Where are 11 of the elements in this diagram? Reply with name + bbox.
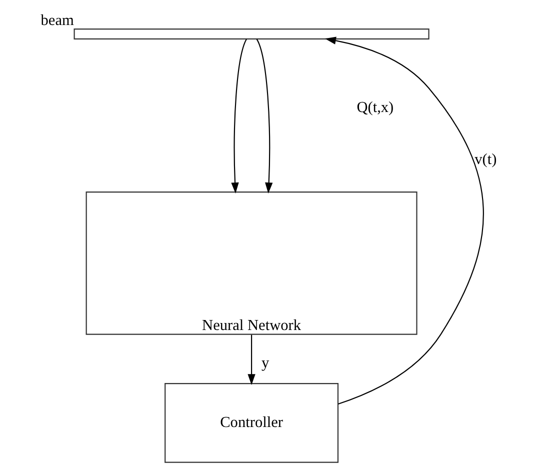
edge-label: v(t) (474, 150, 496, 168)
arrow (256, 38, 272, 194)
node-box (73, 28, 429, 40)
edge-label: y (261, 354, 269, 372)
arrow (230, 38, 247, 194)
label: Q(t,x) (356, 98, 394, 116)
node-box: Controller (164, 383, 338, 463)
node-box: Neural Network (85, 192, 417, 335)
arrow (247, 334, 255, 386)
arrow (324, 36, 484, 405)
node-label: beam (40, 12, 74, 29)
